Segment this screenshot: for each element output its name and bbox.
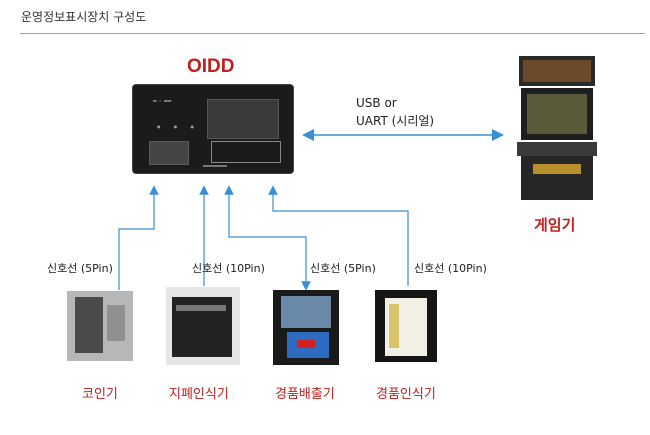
game-label: 게임기 bbox=[534, 216, 576, 234]
device-label-dispenser: 경품배출기 bbox=[275, 387, 335, 402]
game-machine-image bbox=[517, 56, 597, 200]
link-label-line1: USB or bbox=[356, 96, 397, 110]
page-title: 운영정보표시장치 구성도 bbox=[21, 10, 147, 24]
coin-acceptor-image bbox=[67, 291, 133, 361]
prize-dispenser-image bbox=[273, 290, 339, 365]
signal-label-bill: 신호선 (10Pin) bbox=[192, 262, 265, 275]
title-divider bbox=[20, 33, 645, 34]
link-label-line2: UART (시리얼) bbox=[356, 114, 435, 128]
oidd-slot bbox=[149, 141, 189, 165]
prize-reader-image bbox=[375, 290, 437, 362]
coin-signal-line bbox=[118, 185, 159, 290]
reader-signal-line bbox=[268, 185, 409, 286]
bill-validator-image bbox=[166, 287, 240, 365]
oidd-note-panel bbox=[211, 141, 281, 163]
oidd-device-image: ━ ◦ ━━ ● ● ● bbox=[132, 84, 294, 174]
oidd-label: OIDD bbox=[187, 56, 235, 77]
device-label-bill: 지폐인식기 bbox=[169, 387, 229, 402]
device-label-reader: 경품인식기 bbox=[376, 387, 436, 402]
oidd-buttons-icon: ● ● ● bbox=[157, 124, 201, 129]
oidd-logo-icon: ━ ◦ ━━ bbox=[153, 98, 172, 105]
signal-label-coin: 신호선 (5Pin) bbox=[47, 262, 113, 275]
device-label-coin: 코인기 bbox=[82, 387, 118, 402]
signal-label-reader: 신호선 (10Pin) bbox=[414, 262, 487, 275]
signal-label-dispenser: 신호선 (5Pin) bbox=[310, 262, 376, 275]
oidd-screen bbox=[207, 99, 279, 139]
dispenser-signal-line bbox=[224, 185, 311, 291]
oidd-brand-mark bbox=[203, 165, 227, 167]
